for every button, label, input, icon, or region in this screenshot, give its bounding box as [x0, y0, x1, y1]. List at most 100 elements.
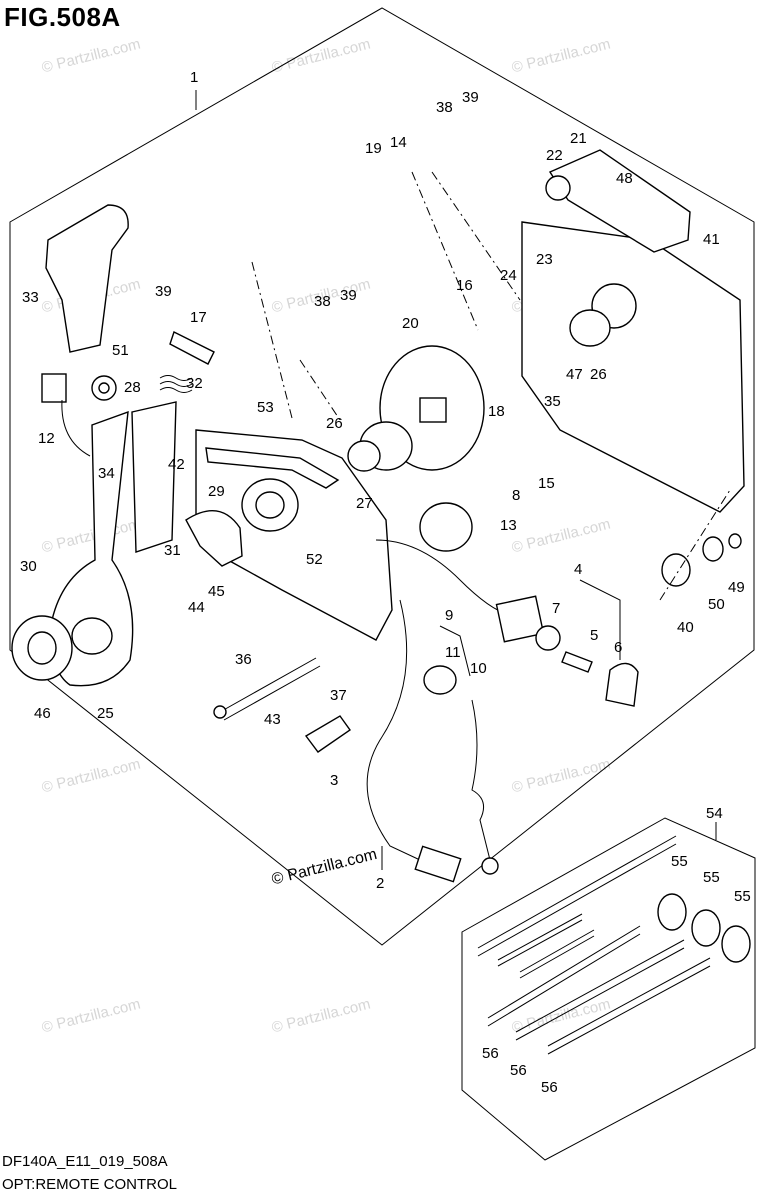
- arm-21: [548, 149, 691, 253]
- lanyard-clip: [481, 857, 499, 875]
- callout-25: 25: [97, 705, 114, 722]
- spring-32: [159, 375, 193, 393]
- callout-22: 22: [546, 147, 563, 164]
- handle-grip: [45, 204, 129, 353]
- callout-56: 56: [482, 1045, 499, 1062]
- callout-41: 41: [703, 231, 720, 248]
- spacer-55: [721, 925, 751, 963]
- callout-31: 31: [164, 542, 181, 559]
- callout-35: 35: [544, 393, 561, 410]
- callout-21: 21: [570, 130, 587, 147]
- callout-48: 48: [616, 170, 633, 187]
- callout-42: 42: [168, 456, 185, 473]
- lever-hub-center: [27, 631, 57, 665]
- key-switch-7: [495, 595, 545, 643]
- callout-33: 33: [22, 289, 39, 306]
- spacer-55: [691, 909, 721, 947]
- key-5: [561, 651, 593, 673]
- assembly-boundary: [9, 7, 755, 946]
- bolt-56: [547, 957, 711, 1055]
- callout-7: 7: [552, 600, 560, 617]
- bracket-28: [131, 401, 177, 553]
- stop-switch-11: [423, 665, 457, 695]
- callout-28: 28: [124, 379, 141, 396]
- ring-22: [545, 175, 571, 201]
- diagram-code: DF140A_E11_019_508A: [2, 1153, 168, 1170]
- tie-strap: [519, 929, 595, 979]
- side-plate-washer-26: [569, 309, 611, 347]
- neutral-switch: [41, 373, 67, 403]
- housing-indicator-panel: [205, 447, 340, 489]
- callout-11: 11: [445, 644, 461, 661]
- harness-wires: [375, 539, 511, 616]
- callout-30: 30: [20, 558, 37, 575]
- tie-strap: [477, 835, 677, 957]
- key-switch-face: [535, 625, 561, 651]
- kit-boundary: [461, 817, 756, 1161]
- switch-wire: [61, 399, 91, 457]
- callout-54: 54: [706, 805, 723, 822]
- callout-37: 37: [330, 687, 347, 704]
- figure-title: FIG.508A: [4, 2, 121, 32]
- housing-shaft-bore: [255, 491, 285, 519]
- callout-19: 19: [365, 140, 382, 157]
- harness-connector: [414, 845, 462, 883]
- collar-26: [347, 440, 381, 472]
- callout-6: 6: [614, 639, 622, 656]
- callout-56c: 56: [541, 1079, 558, 1096]
- callout-24: 24: [500, 267, 517, 284]
- callout-55c: 55: [734, 888, 751, 905]
- reference-line: [659, 489, 731, 601]
- callout-39b: 39: [340, 287, 357, 304]
- callout-39c: 39: [155, 283, 172, 300]
- lever-shaft-bore: [71, 617, 113, 655]
- callout-47: 47: [566, 366, 583, 383]
- key-cap-6: [605, 662, 639, 707]
- leader-line: [579, 579, 621, 660]
- callout-32: 32: [186, 375, 203, 392]
- callout-43: 43: [264, 711, 281, 728]
- callout-23: 23: [536, 251, 553, 268]
- reference-line: [411, 171, 521, 331]
- callout-51: 51: [112, 342, 129, 359]
- cam-29: [185, 510, 243, 567]
- callout-55b: 55: [703, 869, 720, 886]
- buzzer-13: [419, 502, 473, 552]
- callout-5: 5: [590, 627, 598, 644]
- harness-2: [366, 599, 421, 861]
- callout-45: 45: [208, 583, 225, 600]
- tie-strap: [497, 913, 583, 967]
- lanyard-cord: [471, 699, 491, 861]
- callout-55: 55: [671, 853, 688, 870]
- callout-38: 38: [436, 99, 453, 116]
- plate-3: [304, 715, 351, 753]
- bolt-56: [487, 925, 641, 1027]
- callout-34: 34: [98, 465, 115, 482]
- callout-12: 12: [38, 430, 55, 447]
- callout-17: 17: [190, 309, 207, 326]
- leader-line: [439, 625, 471, 677]
- callout-15: 15: [538, 475, 555, 492]
- callout-56b: 56: [510, 1062, 527, 1079]
- callout-53: 53: [257, 399, 274, 416]
- gear-plate-square: [419, 397, 447, 423]
- callout-16: 16: [456, 277, 473, 294]
- callout-46: 46: [34, 705, 51, 722]
- callout-39: 39: [462, 89, 479, 106]
- callout-27: 27: [356, 495, 373, 512]
- callout-40: 40: [677, 619, 694, 636]
- callout-20: 20: [402, 315, 419, 332]
- callout-2: 2: [376, 875, 384, 892]
- pin-17: [169, 331, 215, 365]
- bolt-56: [515, 939, 685, 1041]
- reference-line: [251, 261, 341, 421]
- callout-36: 36: [235, 651, 252, 668]
- callout-3: 3: [330, 772, 338, 789]
- callout-13: 13: [500, 517, 517, 534]
- spacer-55: [657, 893, 687, 931]
- diagram-name: OPT:REMOTE CONTROL: [2, 1176, 178, 1193]
- callout-38b: 38: [314, 293, 331, 310]
- callout-9: 9: [445, 607, 453, 624]
